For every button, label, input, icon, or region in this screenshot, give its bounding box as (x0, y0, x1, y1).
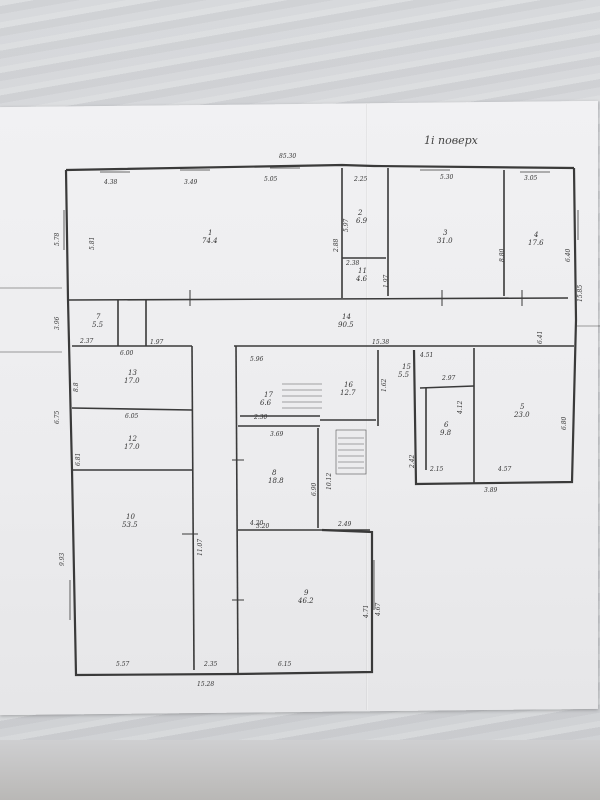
dimension-12: 15.38 (372, 339, 390, 346)
room-7-area: 5.5 (92, 321, 104, 329)
dimension-13: 4.51 (420, 352, 434, 359)
dimension-27: 2.38 (346, 260, 360, 267)
dimension-20: 3.89 (484, 487, 498, 494)
room-13-number: 13 (128, 369, 137, 377)
room-6-area: 9.8 (440, 429, 452, 437)
room-12-number: 12 (128, 435, 137, 443)
dimension-39: 4.12 (457, 400, 464, 414)
outer-wall-top (65, 163, 575, 172)
dimension-37: 2.42 (409, 454, 416, 468)
dimension-right-total: 15.85 (577, 284, 584, 302)
room-16-number: 16 (344, 381, 353, 389)
room-2-area: 6.9 (356, 217, 368, 225)
dimension-31: 8.80 (499, 248, 506, 262)
room-5-number: 5 (520, 403, 525, 411)
floor-title: 1і поверх (424, 134, 478, 147)
dimension-15: 2.97 (442, 375, 456, 382)
room-9-area: 46.2 (298, 597, 314, 605)
dimension-25: 3.69 (270, 431, 284, 438)
dimension-4: 2.37 (80, 338, 94, 345)
dimension-42: 5.96 (250, 356, 264, 363)
dimension-5: 1.97 (150, 339, 164, 346)
dimension-top-2: 3.49 (184, 179, 198, 186)
dimension-38: 2.49 (338, 521, 352, 528)
dimension-6: 6.00 (120, 350, 134, 357)
dimension-top-4: 2.25 (354, 176, 368, 183)
dimension-40: 5.97 (343, 218, 350, 232)
dimension-left-2: 5.81 (89, 236, 96, 250)
room-4-area: 17.6 (528, 239, 544, 247)
dimension-26: 2.88 (333, 238, 340, 252)
dimension-11: 9.93 (59, 552, 66, 566)
dimension-10: 6.81 (75, 452, 82, 466)
dimension-top-5: 5.30 (440, 174, 454, 181)
room-17-area: 6.6 (260, 399, 272, 407)
dimension-top-6: 3.05 (524, 175, 538, 182)
dimension-top-3: 5.05 (264, 176, 278, 183)
room-5-area: 23.0 (514, 411, 530, 419)
outer-wall-bottom (235, 528, 374, 676)
room-6-number: 6 (444, 421, 449, 429)
dimension-9: 6.75 (54, 410, 61, 424)
sheet-fold-line (366, 104, 368, 710)
dimension-17: 3.20 (256, 523, 270, 530)
room-16-area: 12.7 (340, 389, 356, 397)
room-15-number: 15 (402, 363, 411, 371)
room-10-number: 10 (126, 513, 135, 521)
dimension-top-total: 85.30 (279, 153, 297, 160)
dimension-top-1: 4.38 (104, 179, 118, 186)
room-11-area: 4.6 (356, 275, 368, 283)
dimension-28: 6.90 (311, 482, 318, 496)
dimension-32: 6.40 (565, 248, 572, 262)
room-8-area: 18.8 (268, 477, 284, 485)
room-1-area: 74.4 (202, 237, 218, 245)
room-10-area: 53.5 (122, 521, 138, 529)
room-13-area: 17.0 (124, 377, 140, 385)
dimension-16: 2.30 (254, 414, 268, 421)
dimension-29: 10.12 (326, 472, 333, 490)
dimension-left-3: 3.96 (54, 316, 61, 330)
room-11-number: 11 (358, 267, 367, 275)
dimension-30: 6.80 (561, 416, 568, 430)
room-17-number: 17 (264, 391, 273, 399)
room-2-number: 2 (358, 209, 363, 217)
room-1-number: 1 (208, 229, 213, 237)
dimension-18: 2.15 (430, 466, 444, 473)
dimension-left-1: 5.78 (54, 232, 61, 246)
dimension-7: 8.8 (73, 382, 80, 392)
dimension-8: 6.05 (125, 413, 139, 420)
room-8-number: 8 (272, 469, 277, 477)
room-7-number: 7 (96, 313, 101, 321)
room-4-number: 4 (534, 231, 539, 239)
dimension-22: 5.57 (116, 661, 130, 668)
outer-wall-right (412, 167, 578, 486)
dimension-36: 1.62 (381, 378, 388, 392)
dimension-24: 4.20 (250, 520, 264, 527)
dimension-bottom-total: 15.28 (197, 681, 215, 688)
dimension-19: 4.57 (498, 466, 512, 473)
dimension-21: 2.35 (204, 661, 218, 668)
dimension-35: 4.67 (375, 602, 382, 616)
room-14-area: 90.5 (338, 321, 354, 329)
dimension-23: 6.15 (278, 661, 292, 668)
dimension-41: 11.07 (197, 538, 204, 556)
room-3-number: 3 (443, 229, 448, 237)
room-3-area: 31.0 (437, 237, 453, 245)
room-14-number: 14 (342, 313, 351, 321)
room-12-area: 17.0 (124, 443, 140, 451)
dimension-33: 1.97 (383, 274, 390, 288)
room-9-number: 9 (304, 589, 309, 597)
dimension-14: 6.41 (537, 330, 544, 344)
dimension-34: 4.71 (363, 604, 370, 618)
room-15-area: 5.5 (398, 371, 410, 379)
